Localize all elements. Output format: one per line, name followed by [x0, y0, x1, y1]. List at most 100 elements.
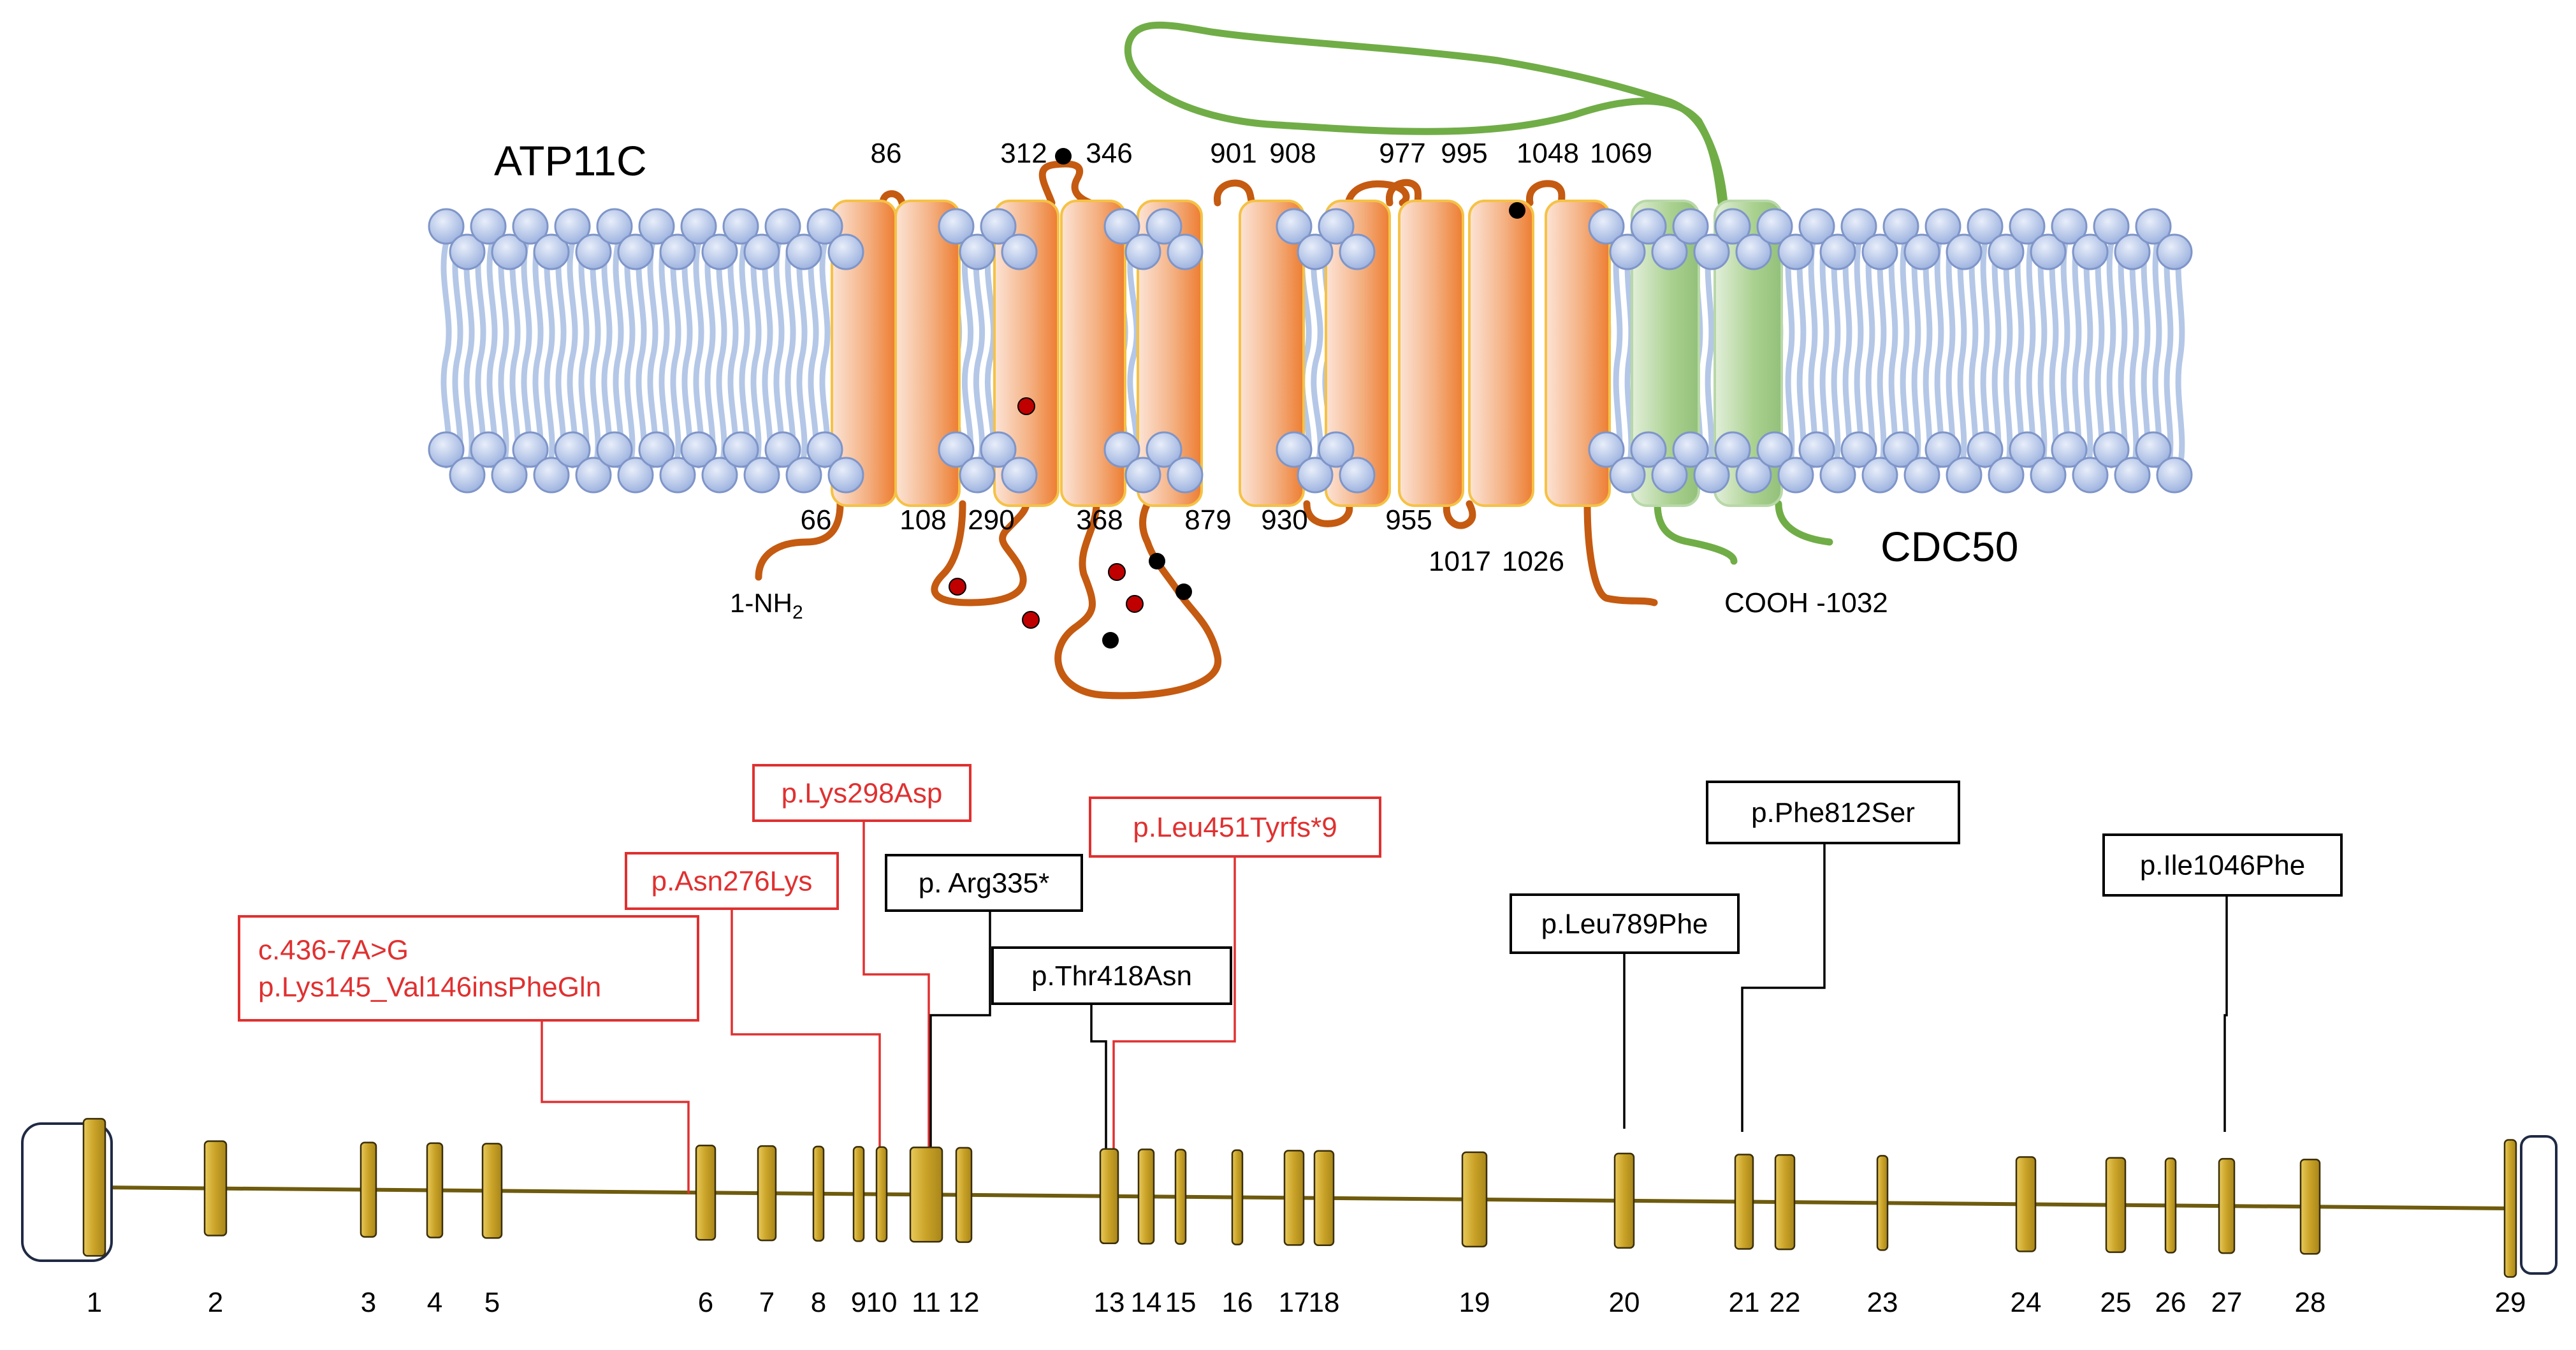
lipid-tail	[2175, 239, 2185, 469]
helix-atp11c	[1060, 200, 1126, 507]
lipid-head	[1946, 233, 1983, 270]
lipid-head	[554, 431, 591, 468]
exon-label: 3	[361, 1287, 376, 1318]
residue-number: 930	[1261, 504, 1307, 536]
mutation-dot-red	[949, 578, 966, 596]
lipid-head	[701, 233, 738, 270]
lipid-tail	[1923, 239, 1933, 469]
residue-number: 66	[801, 504, 832, 536]
helix-cdc50	[1631, 200, 1700, 507]
lipid-head	[491, 457, 528, 494]
exon-14	[1137, 1148, 1155, 1245]
lipid-head	[1735, 233, 1772, 270]
lipid-head	[1103, 431, 1140, 468]
lipid-tail	[1957, 239, 1967, 469]
loop-1017-1026	[1443, 500, 1476, 529]
lipid-tail	[808, 239, 819, 469]
lipid-head	[617, 233, 654, 270]
lipid-head	[1167, 457, 1204, 494]
exon-label: 28	[2295, 1287, 2326, 1318]
lipid-tail	[1831, 239, 1841, 469]
lipid-tail	[590, 239, 601, 469]
lipid-tail	[2118, 239, 2128, 469]
lipid-head	[575, 457, 612, 494]
exon-label: 7	[759, 1287, 775, 1318]
lipid-head	[1339, 233, 1376, 270]
lipid-tail	[1785, 239, 1795, 469]
loop-930	[1303, 500, 1353, 527]
lipid-head	[1339, 457, 1376, 494]
exon-label: 16	[1222, 1287, 1253, 1318]
exon-label: 24	[2011, 1287, 2042, 1318]
loop-977-995	[1385, 179, 1422, 207]
mutation-label: p.Thr418Asn	[1031, 960, 1192, 992]
lipid-head	[470, 208, 507, 245]
lipid-head	[1714, 208, 1751, 245]
loop-1048-1069	[1526, 180, 1566, 207]
exon-8	[812, 1145, 825, 1242]
exon-21	[1734, 1154, 1754, 1250]
lipid-head	[2051, 208, 2088, 245]
lipid-tail	[452, 239, 463, 469]
lipid-head	[659, 233, 696, 270]
lipid-head	[2156, 457, 2193, 494]
lipid-head	[806, 208, 843, 245]
lipid-head	[1988, 457, 2025, 494]
lipid-tail	[1888, 239, 1898, 469]
lipid-head	[959, 233, 996, 270]
lipid-head	[959, 457, 996, 494]
exon-3	[360, 1141, 377, 1238]
lipid-head	[1588, 208, 1625, 245]
mutation-connector	[2223, 895, 2228, 1132]
lipid-head	[764, 208, 801, 245]
lipid-head	[1103, 208, 1140, 245]
lipid-head	[938, 208, 975, 245]
lipid-head	[1124, 233, 1161, 270]
lipid-head	[1318, 208, 1355, 245]
exon-label: 27	[2211, 1287, 2243, 1318]
lipid-head	[1651, 233, 1688, 270]
residue-number: 108	[899, 504, 946, 536]
utr-3-box	[2520, 1135, 2558, 1275]
exon-label: 9	[851, 1287, 866, 1318]
lipid-head	[638, 431, 675, 468]
lipid-head	[785, 457, 822, 494]
lipid-tail	[624, 239, 636, 469]
exon-1	[82, 1118, 106, 1257]
lipid-tail	[1311, 239, 1323, 469]
mutation-box	[1089, 796, 1381, 858]
lipid-tail	[984, 239, 997, 469]
lipid-tail	[1842, 239, 1852, 469]
exon-label: 23	[1867, 1287, 1898, 1318]
exon-16	[1231, 1149, 1244, 1245]
lipid-head	[1861, 457, 1898, 494]
residue-number: 346	[1086, 138, 1132, 169]
residue-number: 1048	[1517, 138, 1579, 169]
exon-19	[1461, 1151, 1488, 1248]
lipid-head	[1001, 457, 1038, 494]
exons	[82, 1118, 2517, 1278]
lipid-head	[638, 208, 675, 245]
lipid-tail	[1127, 239, 1140, 469]
lipid-heads	[428, 208, 2193, 494]
lipid-tail	[1946, 239, 1956, 469]
lipid-tail	[2072, 239, 2082, 469]
lipid-head	[2072, 457, 2109, 494]
exon-label: 18	[1309, 1287, 1340, 1318]
lipid-tail	[1705, 239, 1715, 469]
exon-11	[909, 1147, 943, 1243]
lipid-head	[575, 233, 612, 270]
exon-7	[757, 1145, 777, 1242]
residue-number: 908	[1269, 138, 1316, 169]
transmembrane-helices	[831, 200, 1783, 507]
lipid-head	[1925, 431, 1961, 468]
mutation-dot-black	[1149, 553, 1165, 569]
lipid-head	[1756, 431, 1793, 468]
residue-number: 901	[1210, 138, 1256, 169]
lipid-head	[449, 457, 486, 494]
lipid-tail	[1968, 239, 1979, 469]
lipid-tails	[440, 239, 2185, 469]
lipid-head	[659, 457, 696, 494]
